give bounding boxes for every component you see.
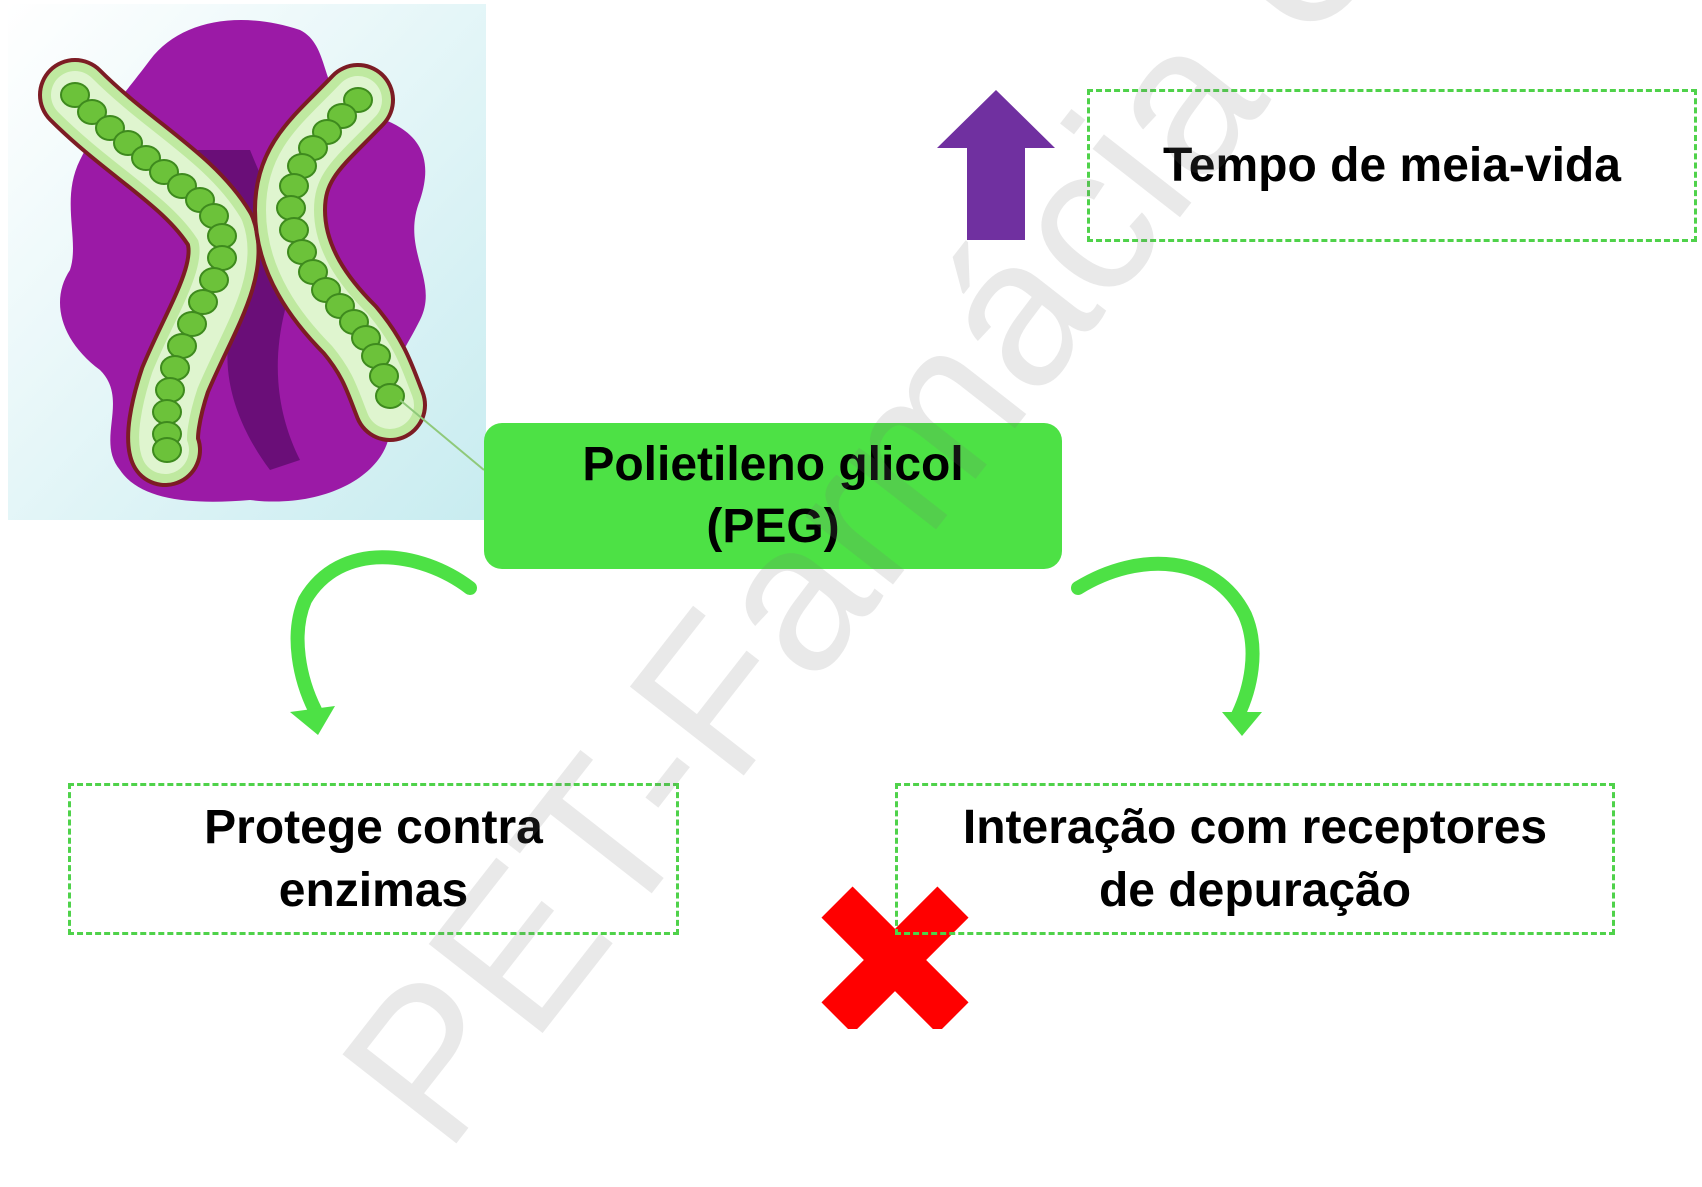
peg-bead	[375, 383, 405, 409]
clearance-line2: de depuração	[1098, 864, 1412, 917]
peg-bead	[152, 437, 182, 463]
peg-bead	[60, 82, 90, 108]
peg-bead	[77, 99, 107, 125]
curved-arrow-right	[1071, 556, 1262, 736]
up-arrow-icon	[937, 90, 1055, 240]
enzyme-protection-box: Protege contra enzimas	[68, 783, 679, 935]
center-node-line1: Polietileno glicol	[582, 438, 964, 491]
center-node-line2: (PEG)	[706, 500, 840, 553]
clearance-line1: Interação com receptores	[962, 801, 1548, 854]
peg-bead	[95, 115, 125, 141]
peg-bead	[113, 130, 143, 156]
half-life-box: Tempo de meia-vida	[1087, 89, 1697, 242]
clearance-receptor-box: Interação com receptores de depuração	[895, 783, 1615, 935]
peg-bead	[177, 311, 207, 337]
peg-center-node: Polietileno glicol (PEG)	[484, 423, 1062, 569]
protection-line2: enzimas	[278, 864, 469, 917]
peg-bead	[188, 289, 218, 315]
pegylated-protein-illustration	[8, 4, 486, 520]
curved-arrow-left	[290, 550, 477, 735]
peg-bead	[199, 267, 229, 293]
red-x-icon	[821, 886, 969, 1029]
half-life-label: Tempo de meia-vida	[1163, 139, 1621, 192]
connector-layer	[290, 90, 1262, 1029]
protection-line1: Protege contra	[204, 801, 543, 854]
